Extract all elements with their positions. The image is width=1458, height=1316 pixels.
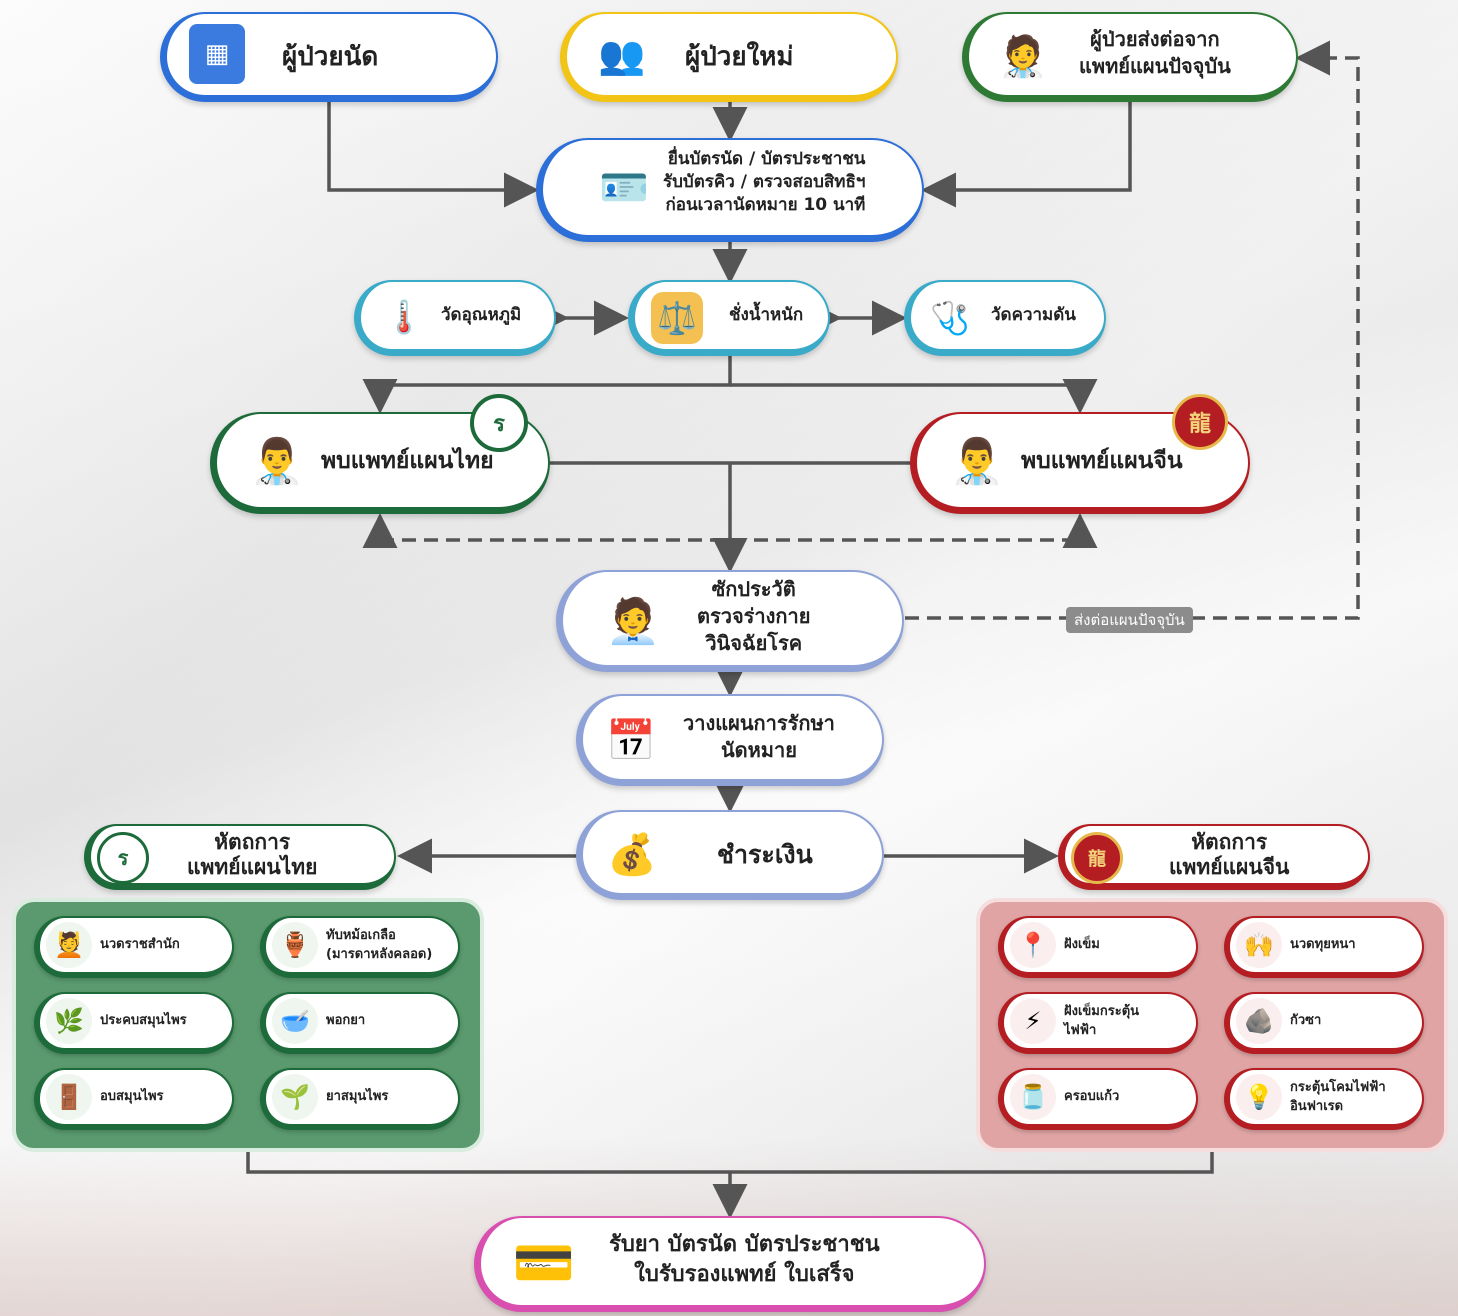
service-label: นวดราชสำนัก [100, 937, 180, 953]
credit-card-icon: 💳 [512, 1233, 576, 1292]
examination-text: ซักประวัติ ตรวจร่างกาย วินิจฉัยโรค [697, 576, 810, 657]
acupuncture-icon: 📍 [1010, 922, 1056, 968]
id-card-icon: 🪪 [599, 164, 649, 211]
service-label: กัวซา [1290, 1013, 1322, 1029]
final-line1: รับยา บัตรนัด บัตรประชาชน [609, 1232, 880, 1257]
service-card: 🫙 ครอบแก้ว [998, 1068, 1198, 1130]
payment-label: ชำระเงิน [717, 840, 813, 869]
service-card: 🌿 ประคบสมุนไพร [34, 992, 234, 1054]
service-card: 🥣 พอกยา [260, 992, 460, 1054]
chinese-medicine-logo-icon: 龍 [1172, 394, 1228, 450]
scale-icon: ⚖️ [651, 292, 703, 344]
service-label: ฝังเข็ม [1064, 937, 1100, 953]
registration-text: ยื่นบัตรนัด / บัตรประชาชน รับบัตรคิว / ต… [663, 148, 865, 217]
doctor-desk-icon: 👨‍⚕️ [249, 436, 305, 487]
herbal-compress-icon: 🌿 [46, 998, 92, 1044]
herbal-medicine-icon: 🌱 [272, 1074, 318, 1120]
tuina-icon: 🙌 [1236, 922, 1282, 968]
referral-line2: แพทย์แผนปัจจุบัน [1079, 54, 1231, 78]
thai-procedures-line1: หัตถการ [214, 830, 291, 854]
herb-poultice-icon: 🥣 [272, 998, 318, 1044]
service-label: พอกยา [326, 1013, 366, 1029]
weight-label: ชั่งน้ำหนัก [729, 305, 804, 325]
chinese-procedures-header: 龍 หัตถการ แพทย์แผนจีน [1058, 824, 1370, 890]
thai-medicine-logo-icon: ร [97, 832, 149, 884]
exam-line1: ซักประวัติ [711, 577, 796, 601]
chinese-procedures-line1: หัตถการ [1191, 830, 1268, 854]
thai-procedures-line2: แพทย์แผนไทย [187, 855, 318, 880]
plan-line1: วางแผนการรักษา [683, 711, 835, 735]
service-label: ยาสมุนไพร [326, 1089, 389, 1105]
service-label: อบสมุนไพร [100, 1089, 164, 1105]
service-card: 🪨 กัวซา [1224, 992, 1424, 1054]
service-card: 🏺ทับหม้อเกลือ (มารดาหลังคลอด) [260, 916, 460, 978]
appointment-patient-node: ▦ ผู้ป่วยนัด [160, 12, 498, 102]
chinese-doctor-label: พบแพทย์แผนจีน [1021, 448, 1183, 474]
referral-label: ผู้ป่วยส่งต่อจาก แพทย์แผนปัจจุบัน [1079, 26, 1231, 80]
service-label: ครอบแก้ว [1064, 1089, 1120, 1105]
final-node: 💳 รับยา บัตรนัด บัตรประชาชน ใบรับรองแพทย… [474, 1216, 986, 1312]
massage-icon: 💆 [46, 922, 92, 968]
registration-line1: ยื่นบัตรนัด / บัตรประชาชน [667, 149, 866, 169]
referral-line1: ผู้ป่วยส่งต่อจาก [1090, 27, 1220, 51]
service-card: 📍 ฝังเข็ม [998, 916, 1198, 978]
registration-line2: รับบัตรคิว / ตรวจสอบสิทธิฯ [663, 171, 866, 192]
treatment-plan-node: 📅 วางแผนการรักษา นัดหมาย [576, 694, 884, 786]
service-card: 🙌 นวดทุยหนา [1224, 916, 1424, 978]
service-label: นวดทุยหนา [1290, 937, 1356, 953]
service-card: 💡กระตุ้นโคมไฟฟ้า อินฟาเรด [1224, 1068, 1424, 1130]
service-card: ⚡ฝังเข็มกระตุ้น ไฟฟ้า [998, 992, 1198, 1054]
salt-pot-icon: 🏺 [272, 922, 318, 968]
exam-line3: วินิจฉัยโรค [705, 631, 803, 655]
cupping-icon: 🫙 [1010, 1074, 1056, 1120]
appointment-label: ผู้ป่วยนัด [282, 42, 379, 72]
thermometer-gun-icon: 🌡️ [384, 298, 424, 336]
infrared-lamp-icon: 💡 [1236, 1074, 1282, 1120]
temperature-label: วัดอุณหภูมิ [441, 305, 522, 325]
registration-node: 🪪 ยื่นบัตรนัด / บัตรประชาชน รับบัตรคิว /… [536, 138, 924, 242]
calendar-icon: ▦ [189, 24, 245, 84]
service-card: 💆 นวดราชสำนัก [34, 916, 234, 978]
examination-node: 🧑‍💼 ซักประวัติ ตรวจร่างกาย วินิจฉัยโรค [556, 570, 904, 672]
doctor-icon: 🧑‍⚕️ [998, 33, 1048, 80]
thai-procedures-header: ร หัตถการ แพทย์แผนไทย [84, 824, 396, 890]
new-patient-node: 👥 ผู้ป่วยใหม่ [560, 12, 898, 102]
thai-procedures-text: หัตถการ แพทย์แผนไทย [187, 830, 317, 880]
exam-line2: ตรวจร่างกาย [697, 604, 811, 628]
plan-line2: นัดหมาย [720, 738, 797, 762]
chinese-procedures-line2: แพทย์แผนจีน [1169, 855, 1290, 880]
people-group-icon: 👥 [598, 32, 646, 77]
service-label: ฝังเข็มกระตุ้น ไฟฟ้า [1064, 1003, 1140, 1039]
doctor-desk-icon: 👨‍⚕️ [949, 436, 1005, 487]
chinese-medicine-logo-icon: 龍 [1071, 832, 1123, 884]
new-patient-label: ผู้ป่วยใหม่ [685, 42, 794, 72]
money-calculator-icon: 💰 [607, 831, 657, 878]
weight-node: ⚖️ ชั่งน้ำหนัก [628, 280, 830, 356]
electro-acupuncture-icon: ⚡ [1010, 998, 1056, 1044]
service-label: กระตุ้นโคมไฟฟ้า อินฟาเรด [1290, 1079, 1386, 1115]
final-text: รับยา บัตรนัด บัตรประชาชน ใบรับรองแพทย์ … [609, 1230, 880, 1289]
registration-line3: ก่อนเวลานัดหมาย 10 นาที [665, 194, 866, 215]
calendar-check-icon: 📅 [606, 717, 656, 764]
referral-patient-node: 🧑‍⚕️ ผู้ป่วยส่งต่อจาก แพทย์แผนปัจจุบัน [962, 12, 1298, 102]
guasha-icon: 🪨 [1236, 998, 1282, 1044]
final-line2: ใบรับรองแพทย์ ใบเสร็จ [634, 1261, 855, 1287]
refer-label: ส่งต่อแผนปัจจุบัน [1066, 607, 1193, 633]
consultation-icon: 🧑‍💼 [605, 596, 661, 647]
sauna-icon: 🚪 [46, 1074, 92, 1120]
temperature-node: 🌡️ วัดอุณหภูมิ [354, 280, 556, 356]
chinese-procedures-text: หัตถการ แพทย์แผนจีน [1169, 830, 1289, 880]
thai-doctor-label: พบแพทย์แผนไทย [321, 448, 494, 474]
thai-medicine-logo-icon: ร [470, 394, 528, 452]
pressure-label: วัดความดัน [991, 305, 1076, 325]
service-card: 🚪 อบสมุนไพร [34, 1068, 234, 1130]
blood-pressure-monitor-icon: 🩺 [930, 299, 970, 337]
plan-text: วางแผนการรักษา นัดหมาย [683, 710, 835, 764]
payment-node: 💰 ชำระเงิน [576, 810, 884, 900]
blood-pressure-node: 🩺 วัดความดัน [904, 280, 1106, 356]
service-card: 🌱 ยาสมุนไพร [260, 1068, 460, 1130]
service-label: ประคบสมุนไพร [100, 1013, 187, 1029]
service-label: ทับหม้อเกลือ (มารดาหลังคลอด) [326, 927, 433, 963]
